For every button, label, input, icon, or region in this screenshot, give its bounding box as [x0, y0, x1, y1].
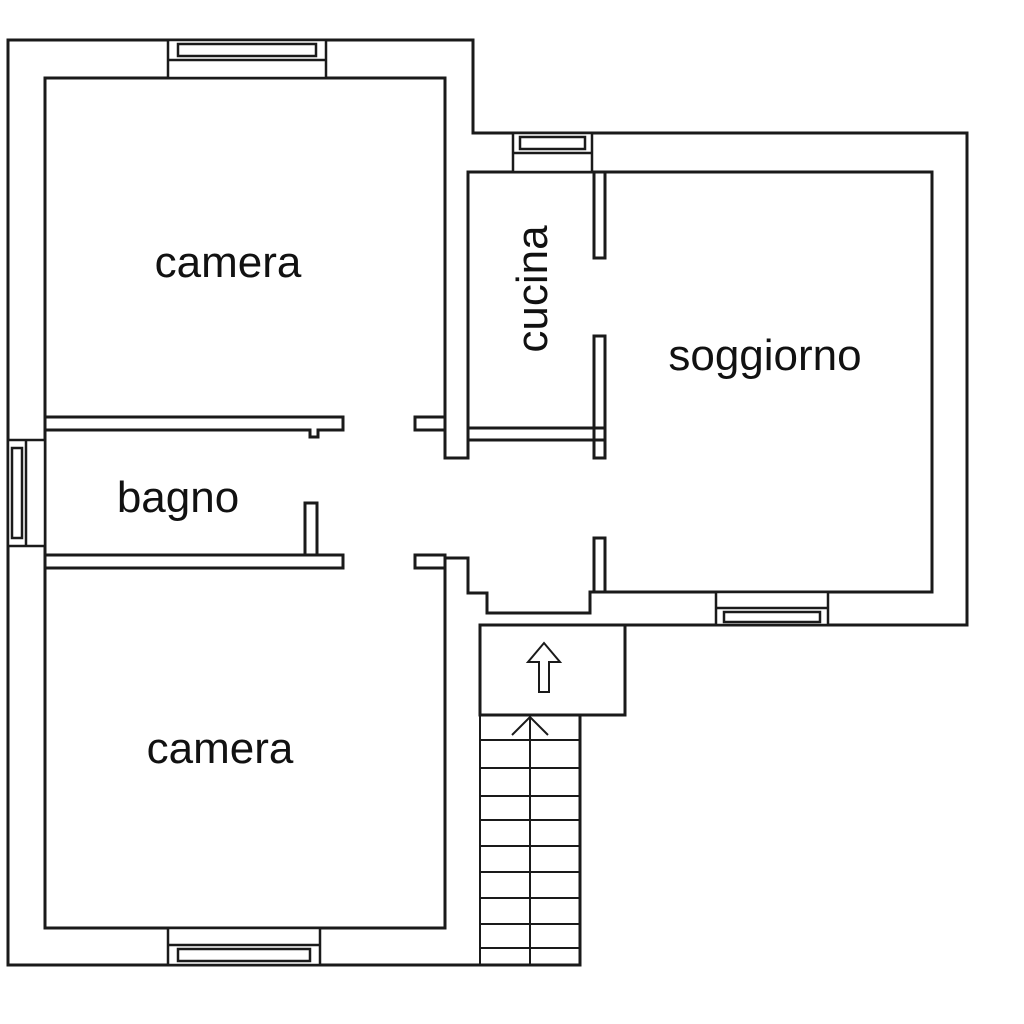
- room-label-bagno: bagno: [117, 473, 239, 522]
- up-arrow-icon: [525, 641, 563, 693]
- room-labels: camera bagno camera cucina soggiorno: [117, 225, 862, 773]
- room-label-cucina: cucina: [508, 225, 557, 353]
- staircase-icon: [479, 714, 581, 966]
- room-label-soggiorno: soggiorno: [668, 331, 861, 380]
- room-label-camera-top: camera: [155, 238, 302, 287]
- interior-walls: [45, 170, 607, 613]
- windows: [6, 38, 830, 967]
- entrance-landing: [478, 623, 627, 717]
- room-label-camera-bottom: camera: [147, 724, 294, 773]
